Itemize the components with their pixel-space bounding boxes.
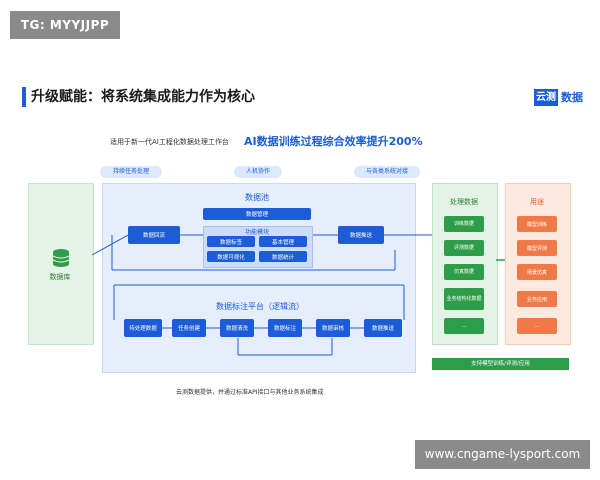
func-item-visualize: 数据可视化: [207, 251, 255, 262]
data-manage-box: 数据管理: [203, 208, 311, 220]
data-push-box: 数据推送: [338, 226, 384, 244]
usage-item-train: 模型训练: [517, 216, 557, 232]
func-item-basic: 基本管理: [259, 236, 307, 247]
processed-data-title: 处理数据: [450, 198, 478, 206]
pill-continuous-task: 持续任务处理: [100, 166, 162, 178]
usage-item-more: ...: [517, 318, 557, 334]
step-data-label: 数据标注: [268, 319, 302, 337]
step-pending-data: 待处理数据: [124, 319, 162, 337]
footnote: 云测数据提供，并通过标准API接口与其他业务系统集成: [176, 389, 324, 396]
support-bar: 支持模型训练/评测/应用: [432, 358, 569, 370]
annotation-platform-title: 数据标注平台（逻辑流）: [216, 302, 304, 311]
pill-system-integration: 与各类系统对接: [354, 166, 420, 178]
usage-item-business: 业务应用: [517, 291, 557, 307]
database-label: 数据库: [49, 273, 71, 281]
processed-item-sim: 仿真数据: [444, 264, 484, 280]
subtitle-small: 适用于新一代AI工程化数据处理工作台: [110, 138, 229, 146]
subtitle-headline: AI数据训练过程综合效率提升200%: [244, 135, 423, 148]
processed-item-structured: 业务结构化数据: [444, 288, 484, 310]
database-icon: [50, 247, 72, 269]
usage-item-eval: 模型评测: [517, 240, 557, 256]
usage-item-sim: 场景仿真: [517, 264, 557, 280]
step-data-push: 数据推送: [364, 319, 402, 337]
processed-item-eval: 评测数据: [444, 240, 484, 256]
step-data-review: 数据审核: [316, 319, 350, 337]
func-item-tags: 数据标签: [207, 236, 255, 247]
title-accent-bar: [22, 87, 26, 107]
processed-item-train: 训练数据: [444, 216, 484, 232]
function-module-title: 功能模块: [244, 229, 269, 236]
logo-mark: 云测: [534, 89, 558, 106]
step-task-create: 任务创建: [172, 319, 206, 337]
usage-title: 用途: [530, 198, 544, 206]
slide-title: 升级赋能：将系统集成能力作为核心: [31, 89, 255, 105]
data-backflow-box: 数据回流: [128, 226, 180, 244]
logo-text: 数据: [561, 91, 583, 104]
func-item-stats: 数据统计: [259, 251, 307, 262]
data-pool-title: 数据池: [245, 193, 269, 202]
site-url-badge: www.cngame-lysport.com: [415, 440, 590, 469]
processed-item-more: ...: [444, 318, 484, 334]
pill-human-machine: 人机协作: [234, 166, 282, 178]
step-data-clean: 数据清洗: [220, 319, 254, 337]
tg-badge: TG: MYYJJPP: [10, 11, 120, 39]
